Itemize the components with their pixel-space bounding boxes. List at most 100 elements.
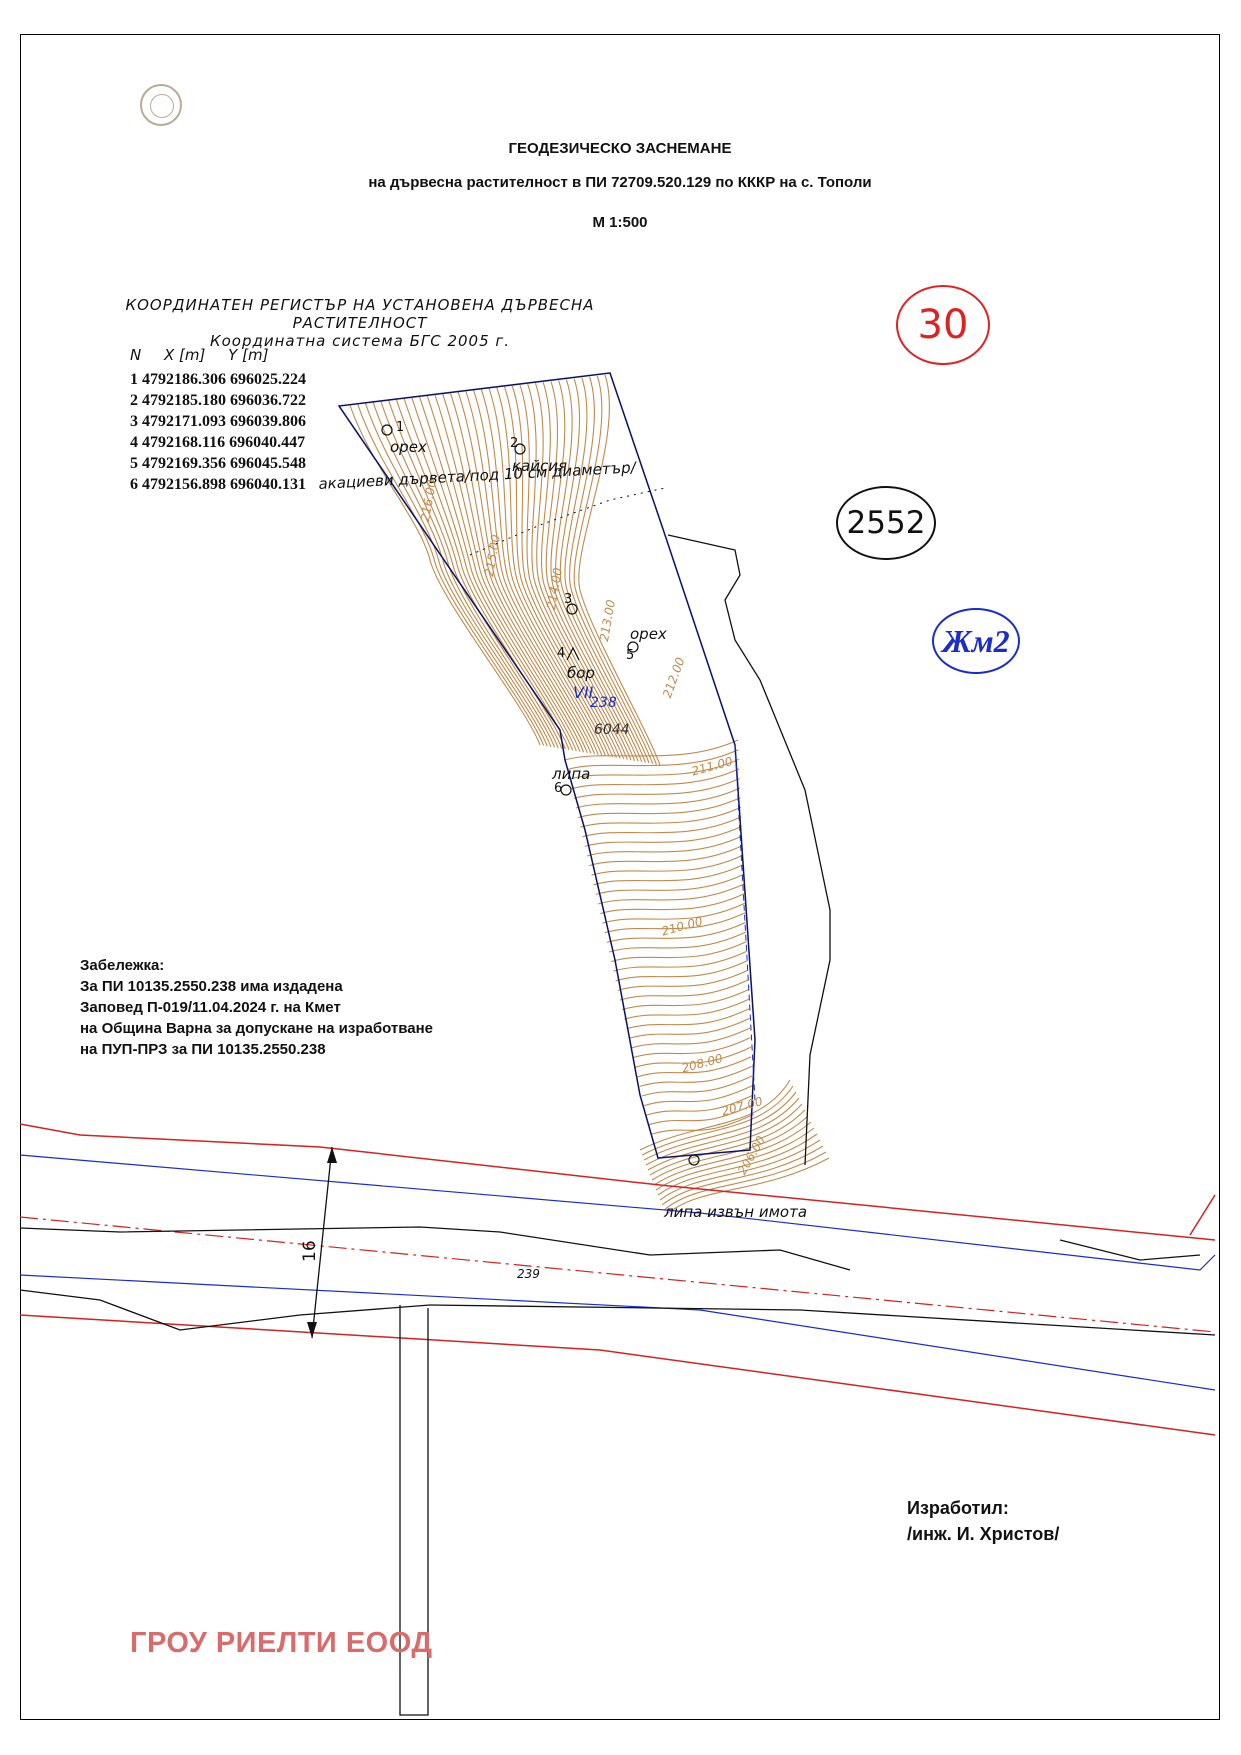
contour-line [372, 402, 552, 748]
contour-line [569, 758, 740, 780]
tree-name-4: бор [567, 664, 595, 682]
register-header: N X [m] Y [m] [130, 346, 286, 364]
contour-line [624, 998, 750, 1020]
contour-line [644, 1085, 753, 1107]
contour-line [411, 397, 570, 751]
contour-line [626, 1008, 750, 1030]
contour-line [593, 864, 744, 886]
register-row: 5 4792169.356 696045.548 [130, 455, 306, 472]
tree-icon-outside [688, 1154, 700, 1166]
contour-line [665, 1157, 830, 1216]
contour-line [534, 383, 628, 760]
side-street [399, 1305, 429, 1716]
contour-line [419, 396, 574, 751]
register-col-x: X [m] [164, 346, 206, 364]
contour-line [633, 1037, 751, 1059]
contour-line [573, 375, 657, 765]
arrow-up-icon [327, 1147, 337, 1163]
tree-icon-6 [560, 784, 572, 796]
contour-line [648, 1104, 754, 1126]
contour-line [575, 787, 741, 809]
contour-line [628, 1017, 750, 1039]
contour-line [434, 394, 581, 752]
contour-line [619, 979, 749, 1001]
road-note: липа извън имота [664, 1203, 808, 1221]
contour-line [473, 390, 599, 755]
contour-line [643, 1091, 797, 1161]
contour-line [403, 398, 566, 750]
zone-circle: Жм2 [932, 608, 1020, 674]
contour-line [611, 941, 747, 963]
contour-line [645, 1097, 800, 1166]
contour-line [639, 1079, 791, 1151]
contour-line [584, 825, 742, 847]
contour-line [519, 384, 621, 759]
tree-number-3: 3 [564, 592, 573, 607]
contour-line [550, 380, 639, 762]
road-border-b [19, 1289, 431, 1331]
contour-line [604, 912, 746, 934]
parcel-area: 6044 [594, 722, 630, 738]
contour-line [663, 1151, 827, 1211]
contour-line [442, 393, 585, 753]
contour-line [449, 393, 588, 754]
acacia-boundary [469, 487, 666, 556]
document-title: ГЕОДЕЗИЧЕСКО ЗАСНЕМАНЕ [508, 140, 732, 157]
contour-line [567, 749, 739, 771]
contour-line [613, 950, 748, 972]
document-scale: М 1:500 [592, 214, 648, 231]
contour-line [615, 960, 748, 982]
drawing-frame [20, 34, 1220, 1720]
contour-line [388, 400, 559, 749]
contour-line [655, 1127, 815, 1191]
tree-icon-2 [514, 443, 526, 455]
register-title: КООРДИНАТЕН РЕГИСТЪР НА УСТАНОВЕНА ДЪРВЕ… [80, 296, 640, 350]
tree-name-5: орех [630, 625, 667, 643]
contour-line [496, 387, 610, 757]
contour-line [646, 1094, 754, 1116]
contour-lines [349, 374, 830, 1216]
contour-line [395, 399, 563, 749]
contour-line [622, 989, 749, 1011]
road-border-a [19, 1226, 851, 1271]
contour-line [357, 403, 545, 746]
road-edge-south [19, 1274, 1216, 1391]
contour-line [595, 873, 744, 895]
contour-line [617, 969, 748, 991]
contour-line [380, 401, 556, 748]
contour-line [426, 395, 577, 752]
pine-icon-4 [566, 646, 580, 661]
tree-icon-3 [566, 603, 578, 615]
regulation-line-north [19, 1123, 1216, 1241]
contour-line [600, 893, 745, 915]
contour-line [589, 845, 743, 867]
register-row: 6 4792156.898 696040.131 [130, 476, 306, 493]
contour-line [527, 383, 625, 760]
road-axis [19, 1216, 1216, 1333]
register-heading: КООРДИНАТЕН РЕГИСТЪР НА УСТАНОВЕНА ДЪРВЕ… [125, 296, 595, 332]
register-row: 1 4792186.306 696025.224 [130, 371, 306, 388]
contour-line [457, 392, 592, 754]
contour-line [573, 777, 740, 799]
contour-line [559, 378, 646, 763]
contour-line [649, 1109, 806, 1176]
contour-line [608, 931, 747, 953]
block-number-circle: 2552 [836, 486, 936, 560]
register-system: Координатна система БГС 2005 г. [209, 332, 511, 350]
arrow-down-icon [307, 1322, 317, 1338]
road-edge-north [19, 1154, 1216, 1271]
tree-icon-1 [381, 424, 393, 436]
contour-line [635, 1046, 752, 1068]
contour-line [659, 1139, 821, 1201]
parcel-number: 238 [590, 695, 617, 711]
register-row: 3 4792171.093 696039.806 [130, 413, 306, 430]
note-line: Заповед П-019/11.04.2024 г. на Кмет [80, 999, 341, 1016]
contour-line [582, 816, 742, 838]
note-heading: Забележка: [80, 957, 165, 974]
tree-number-1: 1 [396, 420, 405, 435]
tree-number-2: 2 [510, 436, 519, 451]
contour-line [480, 389, 603, 756]
contour-line [555, 379, 643, 763]
author-label: Изработил: [907, 1498, 1009, 1518]
